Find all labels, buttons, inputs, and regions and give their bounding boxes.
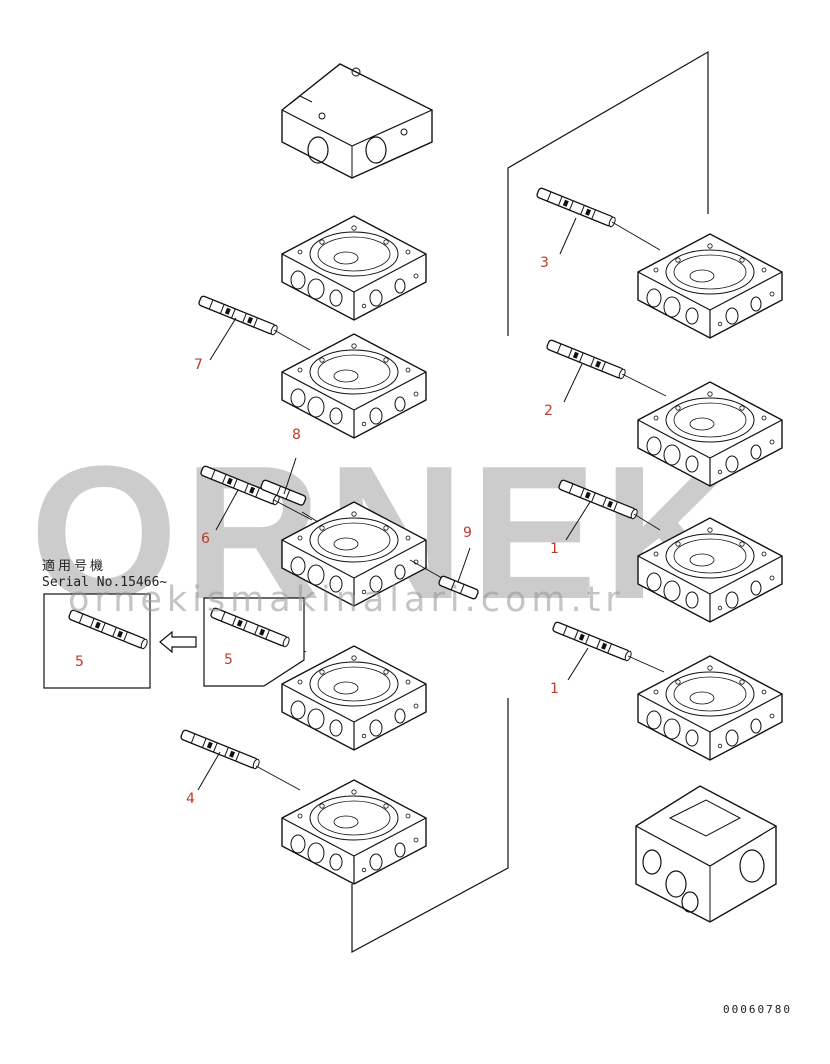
spool-7 (197, 294, 280, 337)
assembly-lines (351, 50, 709, 954)
spool-4 (179, 728, 262, 771)
valve-section-right-4 (637, 655, 783, 761)
callout-5: 5 (224, 652, 233, 668)
callout-7: 7 (194, 357, 203, 373)
callout-3: 3 (540, 255, 549, 271)
callout-1b: 1 (550, 681, 559, 697)
spool-2 (545, 338, 628, 381)
callout-4: 4 (186, 791, 195, 807)
arrow-left-icon (159, 630, 197, 654)
inset-standard-box (203, 597, 305, 687)
callout-5-inset: 5 (75, 654, 84, 670)
valve-section-left-2 (281, 333, 427, 439)
valve-section-left-5 (281, 779, 427, 885)
drawing-code: 00060780 (723, 1003, 792, 1016)
applicable-models-label: 適用号機 (42, 559, 107, 574)
serial-number-label: Serial No.15466~ (42, 575, 168, 590)
spool-3 (535, 186, 618, 229)
watermark-url: ornekismakinalari.com.tr (68, 580, 625, 620)
plug-9 (438, 575, 479, 600)
plug-8 (260, 479, 307, 506)
callout-6: 6 (201, 531, 210, 547)
inset-serial-box (43, 593, 151, 689)
callout-1a: 1 (550, 541, 559, 557)
valve-section-left-4 (281, 645, 427, 751)
valve-section-left-1 (281, 215, 427, 321)
callout-8: 8 (292, 427, 301, 443)
top-end-cover (281, 63, 433, 179)
callout-2: 2 (544, 403, 553, 419)
callout-9: 9 (463, 525, 472, 541)
bottom-end-cover (635, 785, 777, 923)
